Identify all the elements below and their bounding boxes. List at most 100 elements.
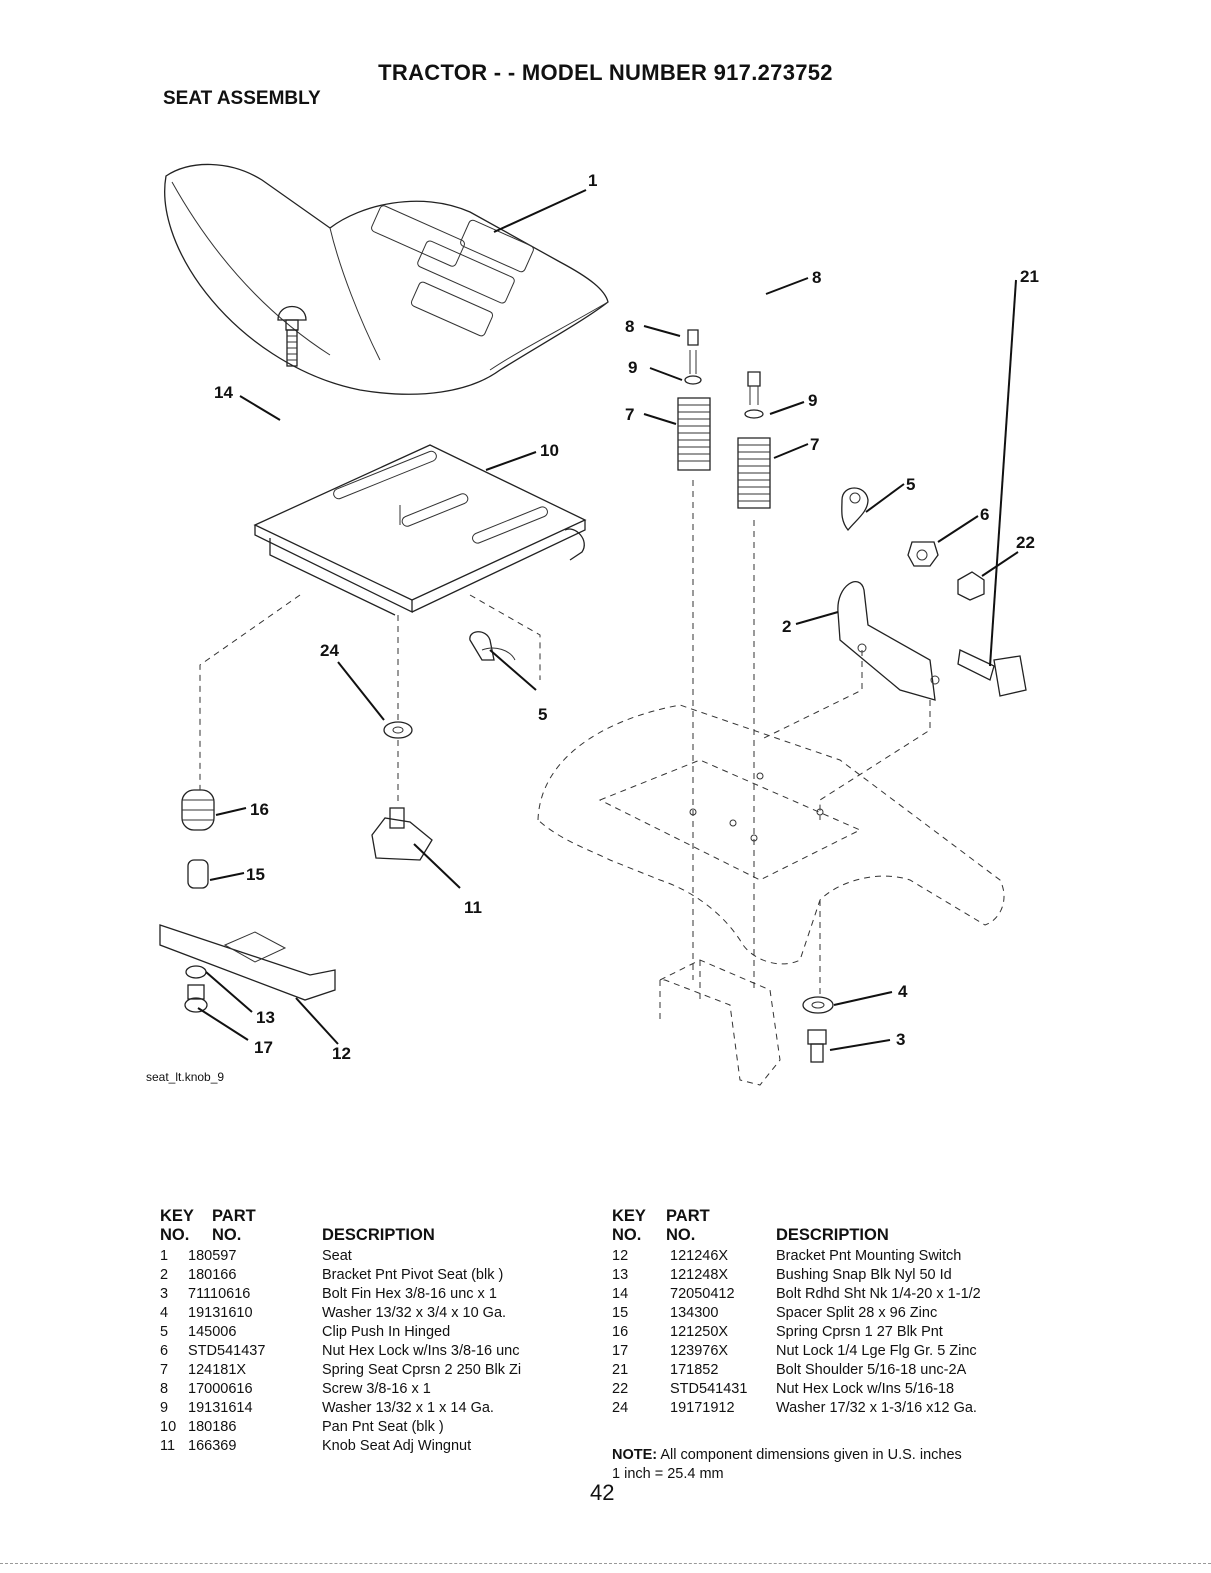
callout-3: 3 [896,1030,905,1049]
callout-2: 2 [782,617,791,636]
header-part-1: PART [212,1207,256,1225]
table-row: 9 19131614 Washer 13/32 x 1 x 14 Ga. [160,1399,590,1418]
cell-part: 180186 [188,1419,237,1435]
cell-key: 1 [160,1248,169,1264]
header-part-1: PART [666,1207,710,1225]
cell-key: 6 [160,1343,169,1359]
cell-part: 124181X [188,1362,247,1378]
callout-5-lower: 5 [538,705,547,724]
page-number: 42 [590,1480,615,1505]
cell-key: 13 [612,1267,629,1283]
cell-desc: Bolt Shoulder 5/16-18 unc-2A [776,1362,967,1378]
header-description: DESCRIPTION [322,1226,435,1244]
callout-15: 15 [246,865,265,884]
cell-key: 9 [160,1400,169,1416]
cell-part: 19131610 [188,1305,253,1321]
cell-part: 19171912 [670,1400,735,1416]
cell-desc: Bolt Rdhd Sht Nk 1/4-20 x 1-1/2 [776,1286,981,1302]
header-key-2: NO. [612,1226,642,1244]
cell-key: 8 [160,1381,169,1397]
callout-labels: 1 14 10 8 9 7 8 9 7 5 6 22 2 21 24 5 16 … [214,171,1039,1063]
callout-6: 6 [980,505,989,524]
cell-key: 3 [160,1286,169,1302]
cell-key: 10 [160,1419,177,1435]
cell-part: 121248X [670,1267,729,1283]
cell-desc: Bolt Fin Hex 3/8-16 unc x 1 [322,1286,497,1302]
table-header: KEY NO. PART NO. DESCRIPTION [160,1207,590,1247]
cell-desc: Washer 13/32 x 3/4 x 10 Ga. [322,1305,507,1321]
callout-8-left: 8 [625,317,634,336]
callout-12: 12 [332,1044,351,1063]
cell-part: STD541431 [670,1381,748,1397]
cell-desc: Spring Cprsn 1 27 Blk Pnt [776,1324,943,1340]
note-conversion: 1 inch = 25.4 mm [612,1466,724,1482]
callout-8-right: 8 [812,268,821,287]
cell-part: 121250X [670,1324,729,1340]
callout-13: 13 [256,1008,275,1027]
fender-phantom-drawing [199,480,1005,1086]
callout-17: 17 [254,1038,273,1057]
cell-key: 17 [612,1343,629,1359]
page-title: TRACTOR - - MODEL NUMBER 917.273752 [378,60,833,85]
table-header: KEY NO. PART NO. DESCRIPTION [612,1207,1052,1247]
cell-desc: Bracket Pnt Mounting Switch [776,1248,962,1264]
cell-part: 121246X [670,1248,729,1264]
section-title: SEAT ASSEMBLY [163,88,321,109]
callout-9-right: 9 [808,391,817,410]
callout-10: 10 [540,441,559,460]
callout-22: 22 [1016,533,1035,552]
knob-drawing [371,721,433,861]
cell-key: 15 [612,1305,629,1321]
callout-5-upper: 5 [906,475,915,494]
cell-part: 17000616 [188,1381,253,1397]
cell-key: 7 [160,1362,169,1378]
callout-16: 16 [250,800,269,819]
cell-key: 4 [160,1305,169,1321]
callout-21: 21 [1020,267,1039,286]
callout-4: 4 [898,982,908,1001]
cell-part: 72050412 [670,1286,735,1302]
cell-key: 2 [160,1267,169,1283]
pivot-bracket-drawing [837,541,1027,701]
cell-part: 166369 [188,1438,237,1454]
cell-desc: Nut Hex Lock w/Ins 3/8-16 unc [322,1343,520,1359]
callout-1: 1 [588,171,597,190]
cell-key: 24 [612,1400,629,1416]
callout-9-left: 9 [628,358,637,377]
cell-desc: Bracket Pnt Pivot Seat (blk ) [322,1267,504,1283]
cell-key: 16 [612,1324,629,1340]
cell-desc: Spacer Split 28 x 96 Zinc [776,1305,938,1321]
fender-bolt-drawing [802,996,834,1063]
header-part-2: NO. [212,1226,242,1244]
seat-springs-drawing [677,329,771,509]
figure-id: seat_lt.knob_9 [146,1070,225,1084]
table-row: 7 124181X Spring Seat Cprsn 2 250 Blk Zi [160,1361,590,1380]
header-part-2: NO. [666,1226,696,1244]
cell-desc: Washer 13/32 x 1 x 14 Ga. [322,1400,494,1416]
cell-key: 21 [612,1362,629,1378]
note: NOTE: All component dimensions given in … [612,1446,962,1484]
note-text: All component dimensions given in U.S. i… [660,1447,962,1463]
cell-key: 11 [160,1438,176,1454]
table-row: 13 121248X Bushing Snap Blk Nyl 50 Id [612,1266,1052,1285]
callout-24: 24 [320,641,339,660]
leader-lines [197,189,1019,1051]
cell-desc: Bushing Snap Blk Nyl 50 Id [776,1267,952,1283]
bottom-rule [0,1563,1211,1564]
header-key-2: NO. [160,1226,190,1244]
note-label: NOTE: [612,1447,658,1463]
cell-part: 180166 [188,1267,237,1283]
callout-11: 11 [464,898,482,917]
cell-desc: Spring Seat Cprsn 2 250 Blk Zi [322,1362,522,1378]
cell-key: 22 [612,1381,629,1397]
cell-desc: Pan Pnt Seat (blk ) [322,1419,444,1435]
cell-part: 19131614 [188,1400,253,1416]
